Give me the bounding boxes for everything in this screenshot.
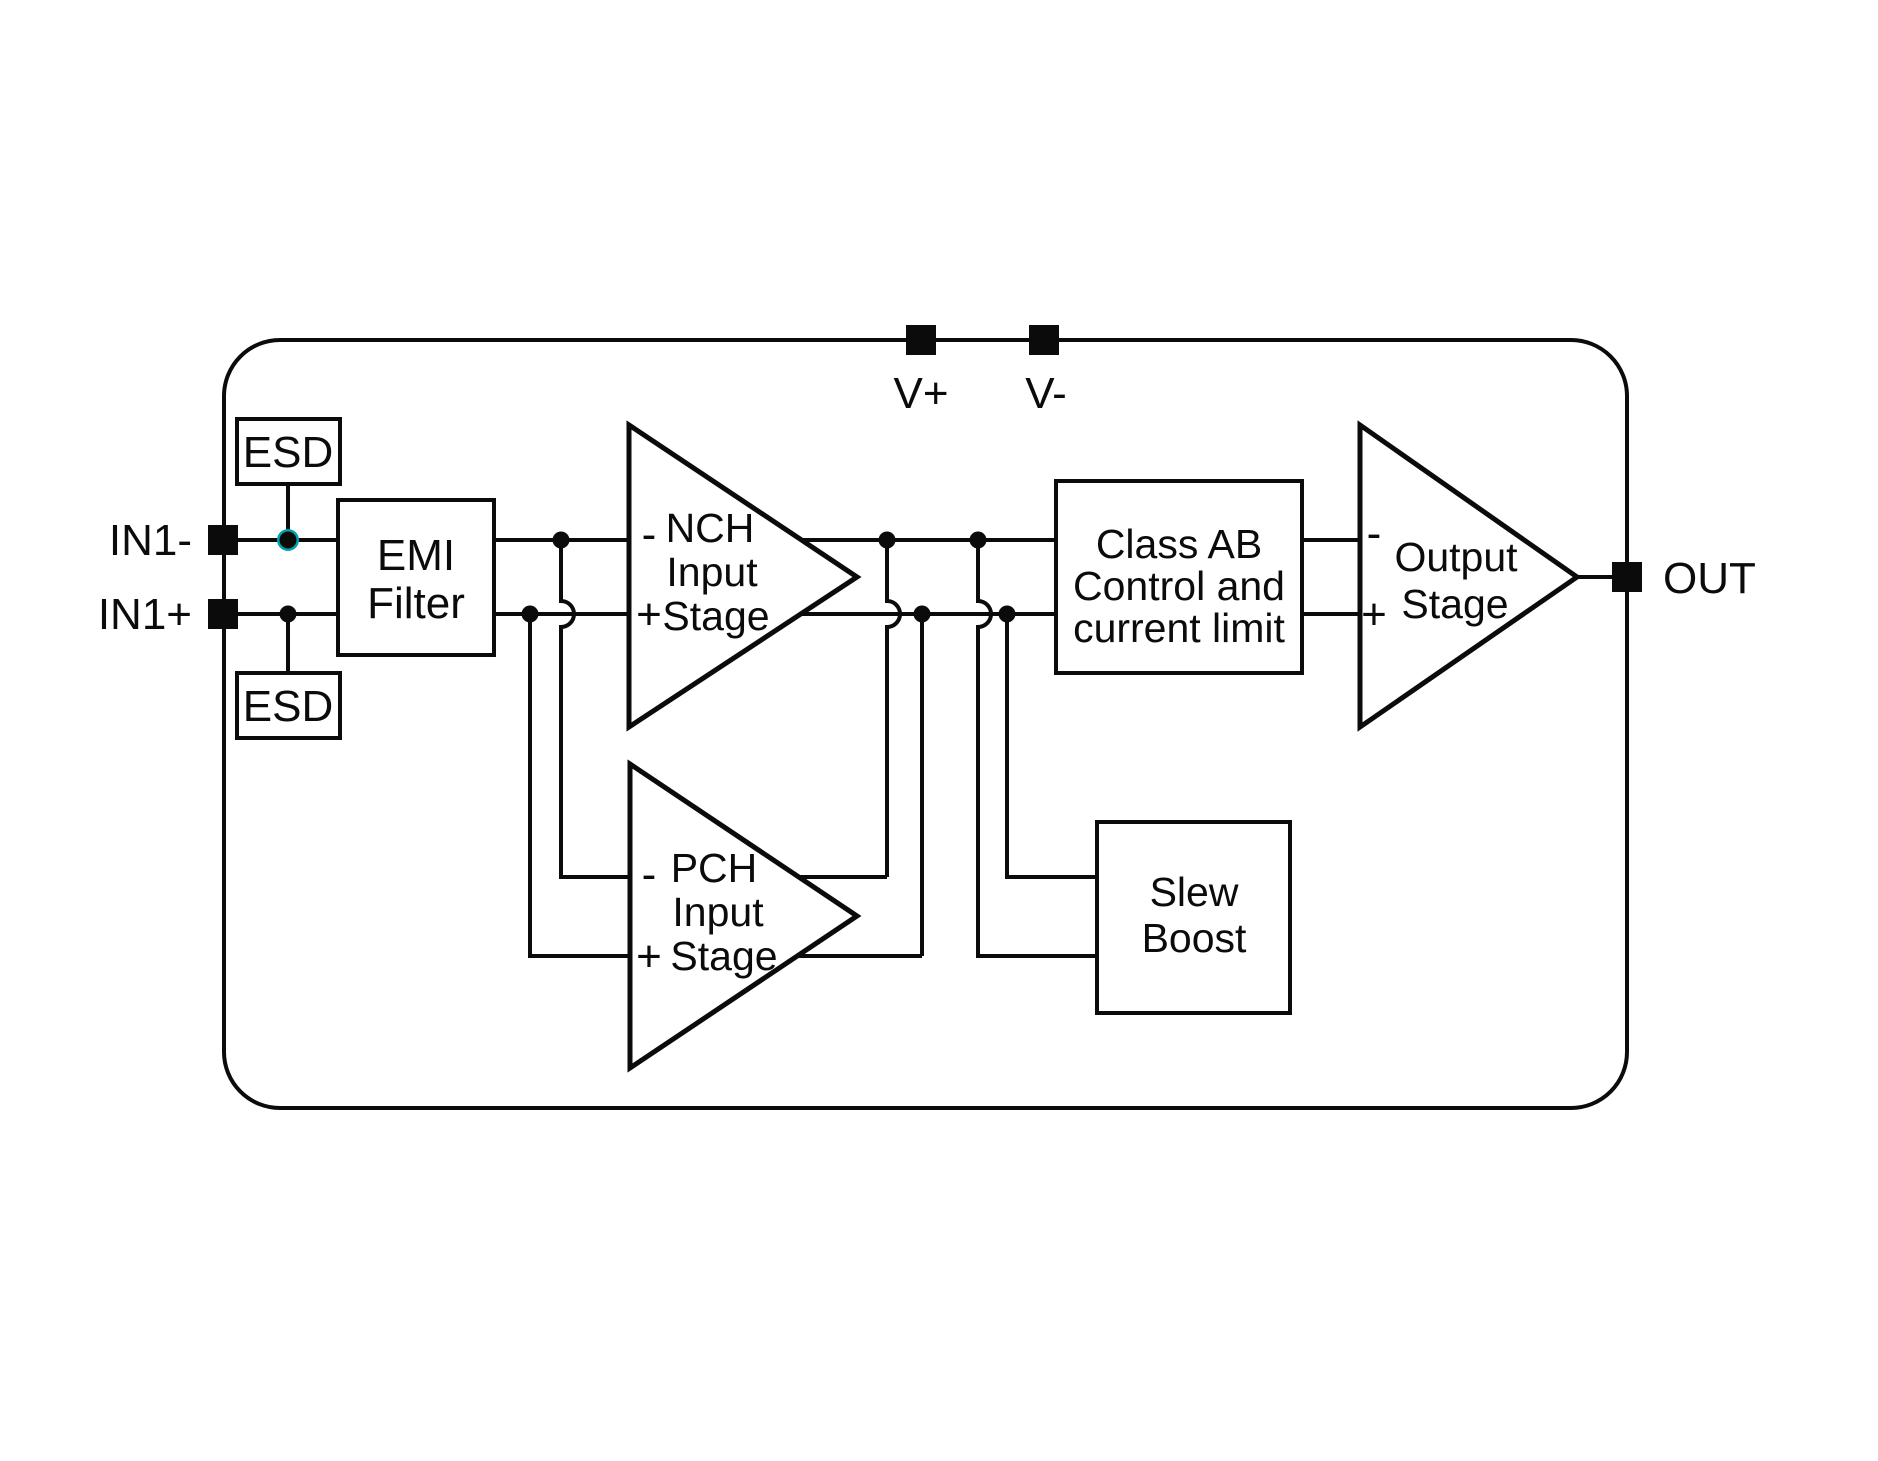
junction-dot <box>279 605 297 623</box>
output-stage-triangle <box>1357 420 1582 732</box>
wire-minus-branch-to-pch <box>559 540 630 879</box>
label-classab-line1: Class AB <box>1096 521 1262 567</box>
junction-dot <box>969 531 987 549</box>
pin-out <box>1612 562 1642 592</box>
nch-input-stage-triangle <box>626 420 862 732</box>
wire-tie-top-outputs <box>885 540 902 877</box>
slew-boost-box <box>1095 820 1292 1015</box>
label-nch-line1: NCH <box>666 505 755 551</box>
label-in1-plus: IN1+ <box>98 590 192 639</box>
wire-branch-slew-lower <box>976 540 1097 958</box>
label-v-plus: V+ <box>893 369 948 418</box>
junction-dot <box>279 531 297 549</box>
label-esd-top: ESD <box>243 428 333 477</box>
esd-bottom-box <box>235 671 342 740</box>
label-output-line1: Output <box>1394 534 1518 580</box>
label-slew-line1: Slew <box>1150 869 1239 915</box>
label-emi-line2: Filter <box>367 579 465 628</box>
label-in1-minus: IN1- <box>109 516 192 565</box>
label-pch-line3: Stage <box>670 933 777 979</box>
label-v-minus: V- <box>1025 369 1067 418</box>
junction-dot <box>998 605 1016 623</box>
wire-plus-branch-to-pch <box>528 614 630 958</box>
label-emi-line1: EMI <box>377 531 455 580</box>
label-out: OUT <box>1663 554 1756 603</box>
pin-in1-minus <box>208 525 238 555</box>
label-output-plus: + <box>1361 590 1387 639</box>
junction-dot <box>878 531 896 549</box>
emi-filter-box <box>336 498 496 657</box>
label-pch-plus: + <box>636 932 662 981</box>
label-esd-bottom: ESD <box>243 682 333 731</box>
junction-dot <box>521 605 539 623</box>
label-classab-line2: Control and <box>1073 563 1285 609</box>
class-ab-box <box>1054 479 1304 675</box>
pin-v-plus <box>906 325 936 355</box>
label-nch-plus: + <box>636 590 662 639</box>
pin-in1-plus <box>208 599 238 629</box>
label-pch-line1: PCH <box>671 845 758 891</box>
label-nch-minus: - <box>642 510 657 559</box>
wire-branch-slew-upper <box>1005 614 1097 879</box>
label-pch-line2: Input <box>672 889 764 935</box>
pch-input-stage-triangle <box>627 759 862 1073</box>
label-nch-line2: Input <box>666 549 758 595</box>
junction-dot <box>552 531 570 549</box>
label-pch-minus: - <box>642 850 657 899</box>
chip-outline <box>222 338 1629 1110</box>
esd-top-box <box>235 417 342 486</box>
label-slew-line2: Boost <box>1142 915 1247 961</box>
junction-dots <box>277 529 1016 623</box>
pin-v-minus <box>1029 325 1059 355</box>
label-classab-line3: current limit <box>1073 605 1285 651</box>
label-nch-line3: Stage <box>662 593 769 639</box>
label-output-line2: Stage <box>1401 581 1508 627</box>
junction-dot <box>913 605 931 623</box>
label-output-minus: - <box>1367 509 1382 558</box>
